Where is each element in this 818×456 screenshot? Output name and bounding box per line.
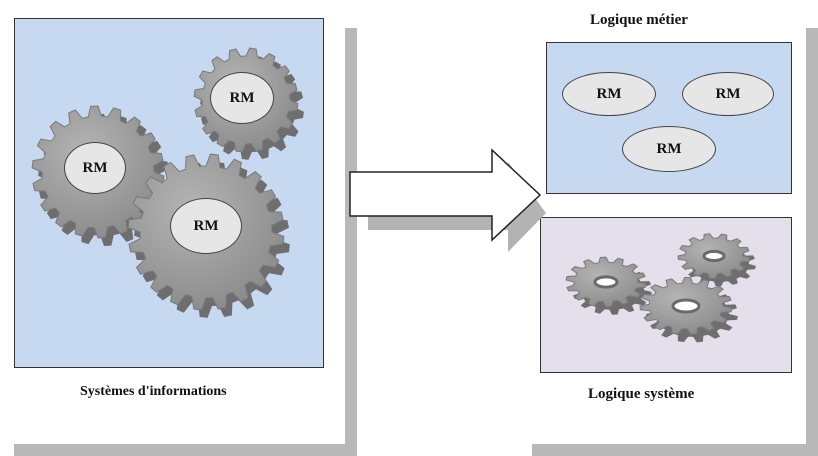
gear-hub-label: RM	[64, 142, 126, 194]
business-rule-oval: RM	[622, 126, 716, 172]
business-logic-title: Logique métier	[590, 12, 688, 28]
information-systems-caption: Systèmes d'informations	[80, 384, 227, 399]
left-frame-shadow-bottom	[14, 444, 357, 456]
right-frame-shadow-right	[806, 28, 818, 456]
right-frame-shadow-bottom	[532, 444, 818, 456]
business-rule-oval: RM	[682, 72, 774, 116]
gear-hole	[593, 275, 619, 289]
right-arrow-icon	[349, 148, 542, 242]
gear-hole	[671, 298, 701, 314]
gear-hole	[702, 249, 726, 263]
business-rule-oval: RM	[562, 72, 656, 116]
gear-hub-label: RM	[210, 72, 274, 124]
left-frame-shadow-right	[345, 28, 357, 456]
system-logic-caption: Logique système	[588, 386, 695, 402]
gear-hub-label: RM	[170, 198, 242, 254]
